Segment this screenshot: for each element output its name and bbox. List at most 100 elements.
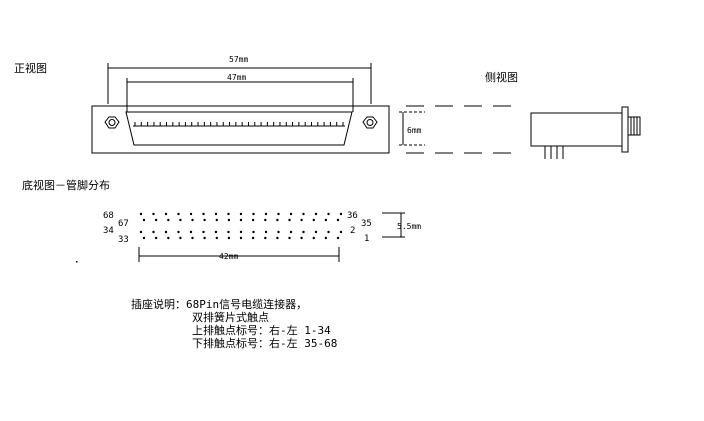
pin-label-35: 35	[361, 219, 372, 229]
right-jackscrew-icon	[362, 116, 378, 129]
pin-dot	[239, 236, 243, 240]
pin-dot	[215, 236, 218, 240]
pin-dot	[139, 212, 143, 216]
pin-dot	[239, 230, 243, 234]
dim-label-57: 57mm	[229, 55, 248, 64]
pin-dot	[277, 230, 280, 234]
pin-dot	[300, 218, 303, 222]
bottom-row-dimension	[382, 212, 405, 238]
note-line-2: 双排簧片式触点	[192, 311, 269, 324]
side-body	[530, 112, 623, 147]
pin-dot	[177, 212, 180, 216]
pin-label-2: 2	[350, 226, 355, 236]
pin-dot	[191, 218, 194, 222]
dim-label-42: 42mm	[219, 252, 238, 261]
pin-dot	[167, 236, 170, 240]
pin-label-1: 1	[364, 234, 369, 244]
pin-dot	[314, 230, 318, 234]
pin-dot	[152, 212, 155, 216]
pin-dot	[142, 218, 146, 222]
pin-dot	[288, 218, 291, 222]
pin-label-36: 36	[347, 211, 358, 221]
note-line-1: 插座说明：68Pin信号电缆连接器，	[131, 298, 308, 311]
pin-dot	[302, 212, 305, 216]
pin-dot	[191, 236, 194, 240]
pin-dot	[276, 218, 279, 222]
pin-dot	[152, 230, 155, 234]
pin-dot	[214, 212, 218, 216]
pin-dot	[139, 230, 143, 234]
pin-dot	[252, 212, 255, 216]
pin-dot	[214, 230, 218, 234]
d-shell	[125, 111, 353, 146]
pin-dot	[276, 236, 279, 240]
pin-dot	[336, 236, 340, 240]
pin-dot	[154, 218, 158, 222]
pin-dot	[288, 236, 291, 240]
front-body	[91, 105, 390, 154]
bottom-pitch-dimension	[138, 247, 340, 262]
pin-dot	[239, 212, 243, 216]
pin-dot	[215, 218, 218, 222]
pin-dot	[203, 218, 206, 222]
pin-dot	[164, 212, 168, 216]
front-pin-row	[133, 122, 345, 127]
pin-dot	[142, 236, 146, 240]
pin-dot	[164, 230, 168, 234]
pin-dot	[227, 230, 230, 234]
note-line-4: 下排触点标号：右-左 35-68	[192, 337, 338, 350]
pin-dot	[289, 230, 293, 234]
side-view-label: 侧视图	[485, 70, 518, 84]
pin-dot	[312, 236, 315, 240]
pin-dot	[336, 218, 340, 222]
pin-dot	[202, 212, 205, 216]
pin-dot	[264, 212, 268, 216]
pin-dot	[227, 212, 230, 216]
pin-dot	[252, 230, 255, 234]
pin-dot	[289, 212, 293, 216]
pin-dot	[264, 230, 268, 234]
pin-dot	[202, 230, 205, 234]
pin-dot	[264, 218, 267, 222]
pin-dot	[227, 218, 231, 222]
left-jackscrew-icon	[104, 116, 120, 129]
front-view-label: 正视图	[14, 61, 47, 75]
dim-label-6: 6mm	[407, 126, 422, 135]
pin-dot	[227, 236, 231, 240]
pin-dot	[239, 218, 243, 222]
side-view	[530, 106, 641, 159]
pin-dot	[277, 212, 280, 216]
pin-dot	[167, 218, 170, 222]
side-flange	[621, 106, 629, 153]
dim-label-47: 47mm	[227, 73, 246, 82]
pin-dot	[189, 230, 193, 234]
pin-dot	[154, 236, 158, 240]
pin-dot	[339, 230, 343, 234]
pin-dot	[251, 218, 255, 222]
pin-dot	[327, 230, 330, 234]
pin-dot	[179, 218, 182, 222]
pin-dot	[314, 212, 318, 216]
pin-dot	[339, 212, 343, 216]
pin-label-67: 67	[118, 219, 129, 229]
pin-dot	[179, 236, 182, 240]
pin-dot	[189, 212, 193, 216]
bottom-pin-grid	[139, 212, 343, 240]
pin-dot	[324, 236, 328, 240]
pin-label-34: 34	[103, 226, 114, 236]
bottom-view-label: 底视图－管脚分布	[22, 178, 110, 192]
pin-dot	[327, 212, 330, 216]
pin-dot	[324, 218, 328, 222]
pin-dot	[312, 218, 315, 222]
pin-dot	[177, 230, 180, 234]
stray-dot	[76, 261, 78, 263]
note-line-3: 上排触点标号：右-左 1-34	[192, 324, 331, 337]
pin-dot	[203, 236, 206, 240]
pin-dot	[251, 236, 255, 240]
pin-dot	[300, 236, 303, 240]
pin-dot	[264, 236, 267, 240]
pin-dot	[302, 230, 305, 234]
dim-label-5-5: 5.5mm	[397, 222, 421, 231]
pin-label-68: 68	[103, 211, 114, 221]
